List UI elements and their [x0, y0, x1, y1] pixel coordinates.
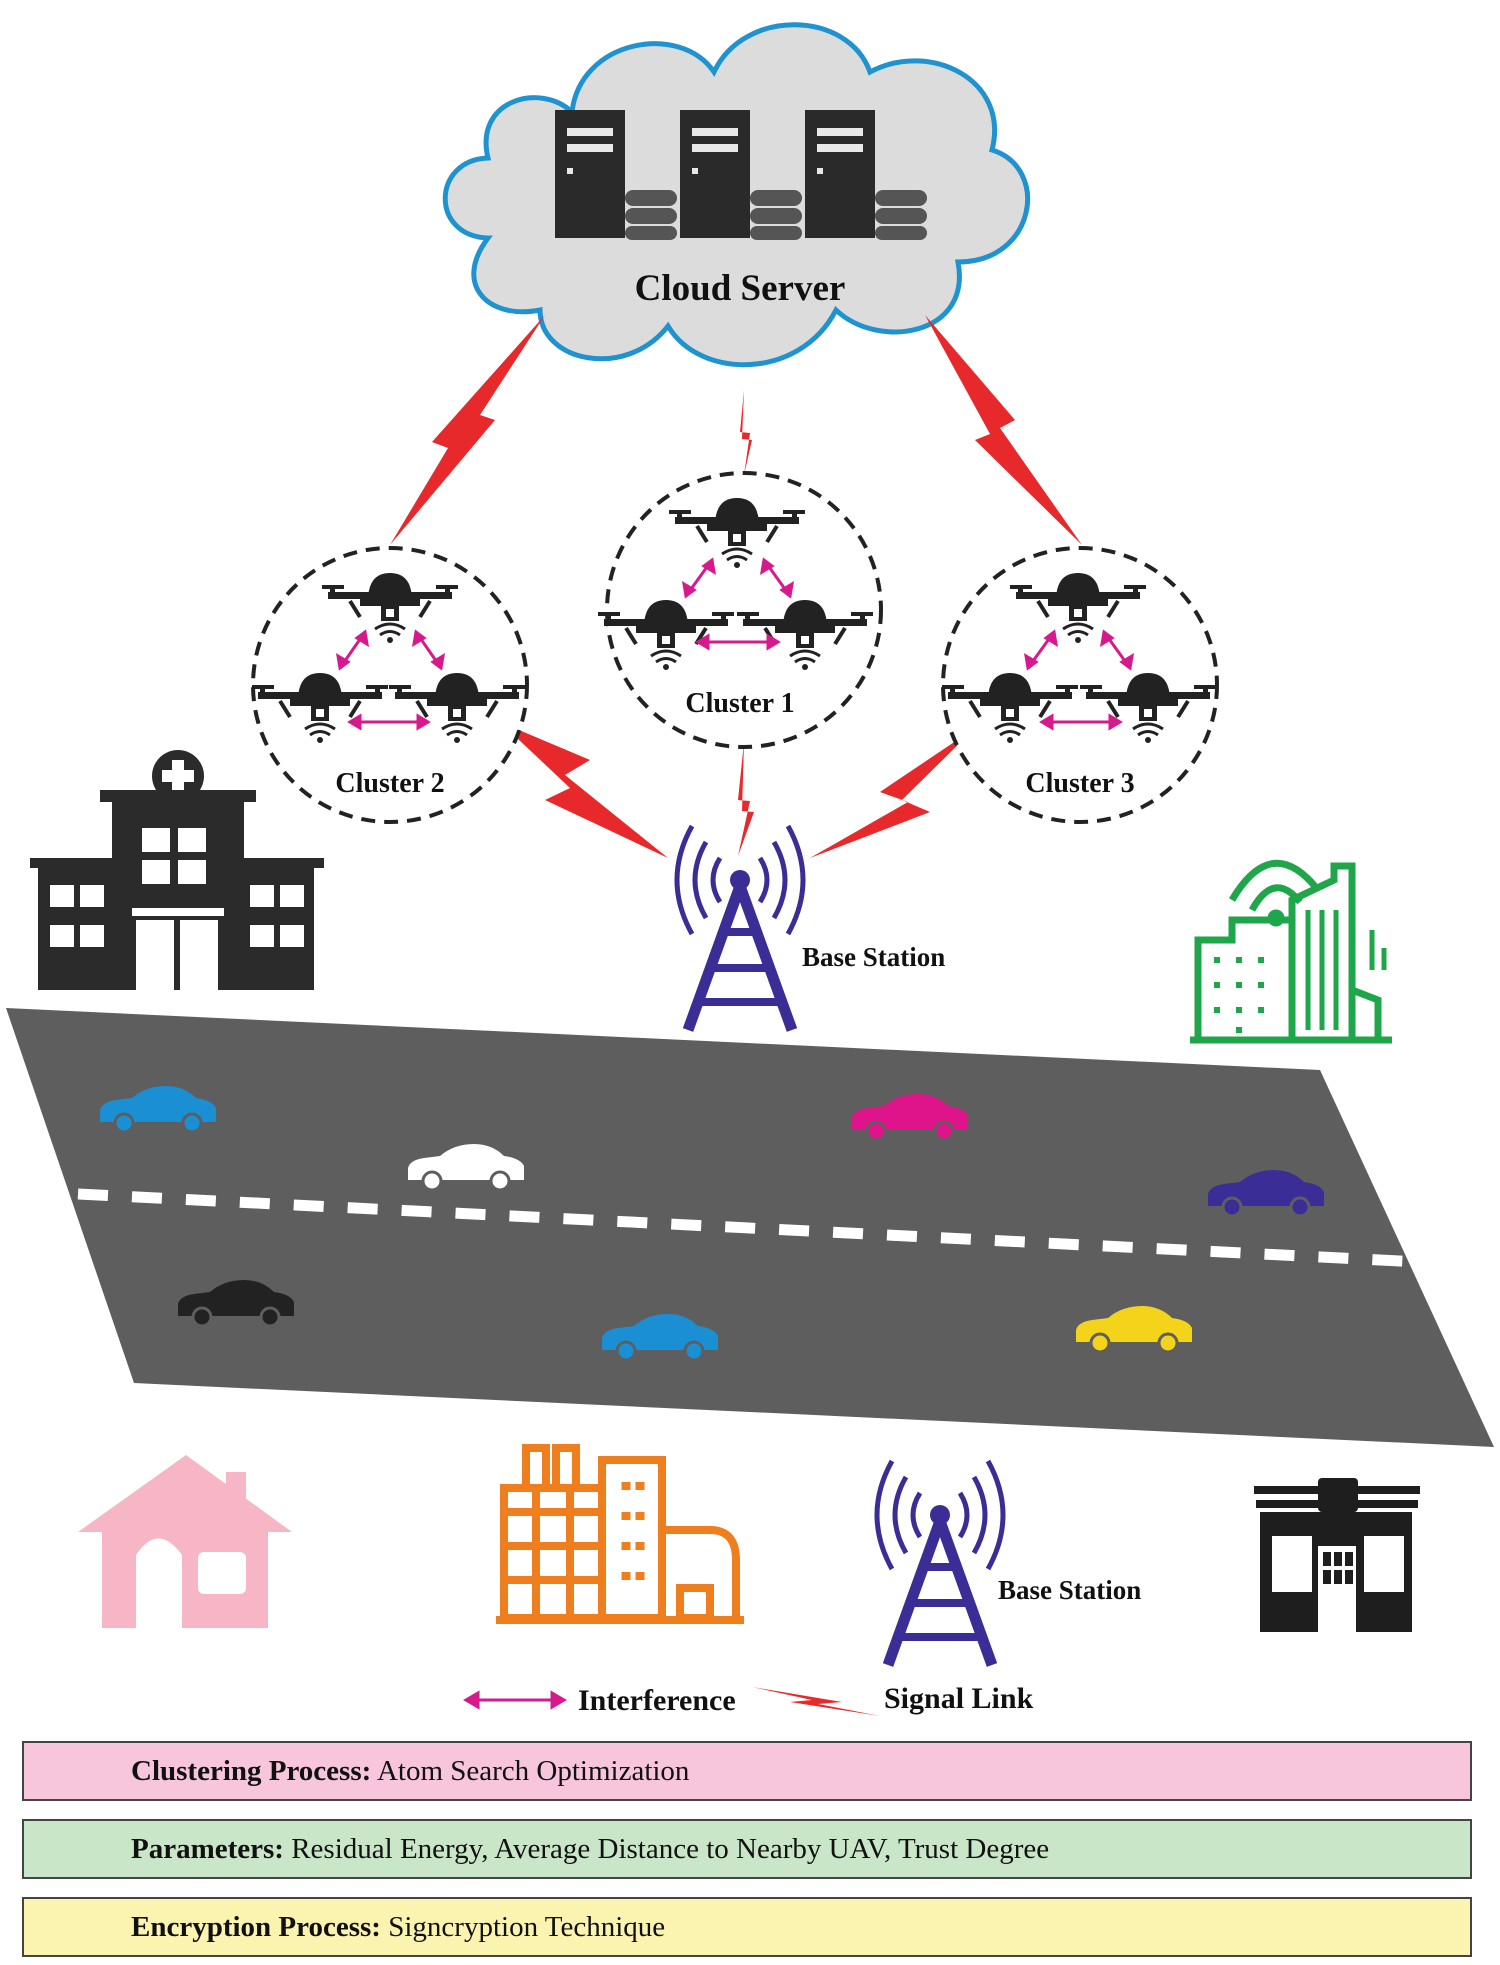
- cluster-1-label: Cluster 1: [685, 688, 794, 719]
- road: [6, 1008, 1494, 1447]
- panel-parameters: Parameters: Residual Energy, Average Dis…: [22, 1819, 1472, 1879]
- panel-encryption-key: Encryption Process:: [131, 1911, 381, 1943]
- panel-clustering-key: Clustering Process:: [131, 1755, 372, 1787]
- cluster-1: Cluster 1: [596, 471, 883, 749]
- link-cloud-cluster3: [925, 315, 1082, 545]
- link-cloud-cluster1: [740, 390, 752, 475]
- cloud-server-label: Cloud Server: [635, 268, 846, 309]
- panel-clustering-value: Atom Search Optimization: [371, 1755, 690, 1787]
- cluster-3-label: Cluster 3: [1025, 768, 1134, 799]
- link-cluster1-bs: [738, 742, 754, 856]
- legend-signal-link-label: Signal Link: [884, 1682, 1034, 1715]
- tower-icon: [677, 826, 803, 1030]
- smart-building-icon: [1190, 860, 1392, 1044]
- panel-encryption-value: Signcryption Technique: [380, 1911, 666, 1943]
- tower-icon: [877, 1461, 1003, 1665]
- panel-parameters-value: Residual Energy, Average Distance to Nea…: [283, 1833, 1050, 1865]
- legend: Interference Signal Link: [463, 1682, 1034, 1717]
- link-cloud-cluster2: [390, 315, 545, 545]
- legend-interference-label: Interference: [578, 1684, 736, 1717]
- factory-icon: [496, 1444, 744, 1624]
- signal-links: [390, 315, 1082, 1716]
- link-cluster2-bs: [500, 722, 668, 858]
- panel-encryption-process: Encryption Process: Signcryption Techniq…: [22, 1897, 1472, 1957]
- cluster-2-label: Cluster 2: [335, 768, 444, 799]
- cluster-2: Cluster 2: [250, 546, 529, 824]
- legend-signal-link-icon: [752, 1687, 880, 1716]
- shop-icon: [1254, 1478, 1420, 1632]
- panel-parameters-key: Parameters:: [131, 1833, 284, 1865]
- panel-clustering-process: Clustering Process: Atom Search Optimiza…: [22, 1741, 1472, 1801]
- interference-arrow-icon: [463, 1690, 567, 1710]
- cluster-3: Cluster 3: [940, 546, 1219, 824]
- hospital-icon: [30, 750, 324, 990]
- base-station-bottom-label: Base Station: [998, 1575, 1141, 1605]
- link-cluster3-bs: [810, 728, 975, 858]
- base-station-top-label: Base Station: [802, 942, 945, 972]
- house-icon: [78, 1455, 292, 1628]
- server-icon: [555, 110, 927, 240]
